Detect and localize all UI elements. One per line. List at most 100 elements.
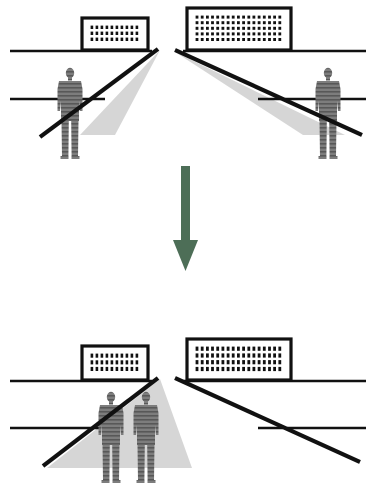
window-pane [211, 38, 214, 41]
window-pane [252, 26, 256, 30]
window-pane [206, 346, 209, 351]
window-pane [105, 360, 109, 365]
window-pane [262, 366, 266, 372]
window-pane [211, 32, 214, 36]
window-pane [206, 21, 209, 25]
window-pane [257, 21, 261, 25]
window-pane [195, 32, 199, 36]
window-pane [278, 32, 282, 36]
window-pane [135, 353, 139, 358]
window-pane [125, 366, 129, 371]
perspective-line-left [41, 376, 160, 468]
window-pane [120, 25, 124, 29]
window-pane [242, 346, 245, 351]
window-pane [221, 346, 225, 351]
window-pane [231, 26, 235, 30]
window-pane [120, 31, 124, 35]
window-pane [257, 38, 261, 41]
coverage-cone-right [175, 52, 345, 135]
window-pane [252, 366, 256, 372]
window-pane [231, 38, 235, 41]
window-pane [115, 366, 119, 371]
window-pane [226, 26, 230, 30]
window-pane [247, 32, 251, 36]
window-pane [237, 353, 240, 358]
window-pane [120, 353, 124, 358]
window-pane [120, 360, 124, 365]
window-pane [237, 360, 240, 365]
window-pane [211, 353, 214, 358]
window-pane [226, 15, 230, 19]
window-pane [216, 353, 220, 358]
window-pane [273, 32, 276, 36]
window-pane [278, 38, 282, 41]
window-pane [216, 360, 220, 365]
window-pane [273, 21, 276, 25]
window-pane [226, 353, 230, 358]
window-pane [231, 353, 235, 358]
building-left [80, 16, 150, 52]
window-pane [278, 360, 282, 365]
window-pane [115, 25, 119, 29]
window-pane [262, 360, 266, 365]
window-pane [257, 360, 261, 365]
window-pane [206, 353, 209, 358]
window-pane [90, 25, 94, 29]
window-pane [247, 21, 251, 25]
window-pane [268, 21, 271, 25]
window-pane [100, 366, 104, 371]
window-pane [273, 353, 276, 358]
window-pane [195, 38, 199, 41]
window-pane [211, 346, 214, 351]
window-pane [221, 353, 225, 358]
window-pane [278, 21, 282, 25]
window-pane [262, 26, 266, 30]
building-right [185, 337, 293, 382]
window-pane [120, 37, 124, 41]
window-pane [120, 366, 124, 371]
window-pane [268, 32, 271, 36]
window-pane [242, 32, 245, 36]
window-pane [195, 346, 199, 351]
window-pane [115, 360, 119, 365]
window-pane [278, 366, 282, 372]
window-pane [268, 353, 271, 358]
window-pane [252, 346, 256, 351]
window-pane [200, 353, 204, 358]
window-pane [100, 37, 104, 41]
window-pane [216, 366, 220, 372]
window-pane [216, 32, 220, 36]
window-pane [252, 15, 256, 19]
scene-before [10, 6, 366, 159]
window-pane [247, 26, 251, 30]
perspective-line-left [38, 47, 160, 139]
window-pane [237, 21, 240, 25]
window-pane [273, 366, 276, 372]
window-pane [221, 38, 225, 41]
window-pane [130, 353, 134, 358]
window-pane [195, 353, 199, 358]
window-pane [100, 353, 104, 358]
window-pane [135, 360, 139, 365]
window-pane [125, 31, 129, 35]
window-pane [231, 32, 235, 36]
window-pane [211, 21, 214, 25]
window-pane [90, 360, 94, 365]
window-pane [115, 31, 119, 35]
window-pane [130, 37, 134, 41]
window-pane [237, 366, 240, 372]
window-pane [221, 360, 225, 365]
window-pane [231, 21, 235, 25]
window-pane [247, 346, 251, 351]
window-pane [135, 25, 139, 29]
arrow-down-icon [173, 166, 198, 271]
window-pane [135, 31, 139, 35]
window-pane [200, 32, 204, 36]
window-pane [221, 21, 225, 25]
window-pane [110, 25, 114, 29]
window-pane [211, 366, 214, 372]
window-pane [206, 15, 209, 19]
building-left [80, 344, 150, 382]
window-pane [135, 366, 139, 371]
window-pane [110, 366, 114, 371]
